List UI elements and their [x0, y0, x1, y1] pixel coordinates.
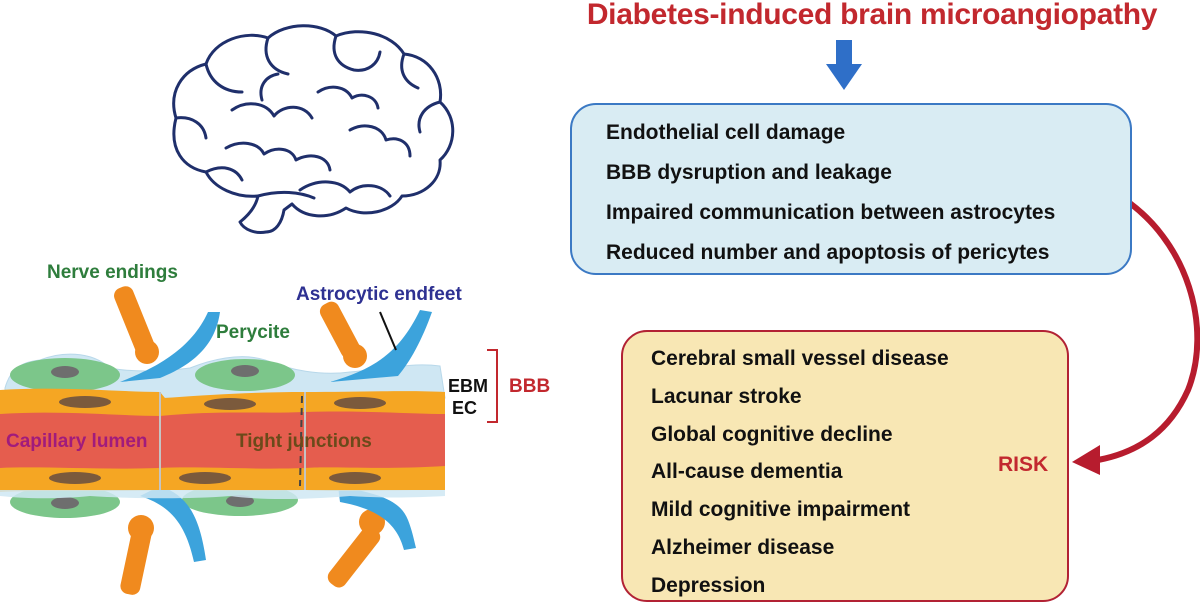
- risk-item: Global cognitive decline: [651, 422, 893, 446]
- astrocytic-endfeet-shapes: [120, 310, 432, 562]
- ec-label: EC: [452, 398, 478, 418]
- risks-box: Cerebral small vessel disease Lacunar st…: [621, 330, 1069, 602]
- page-title: Diabetes-induced brain microangiopathy: [586, 0, 1158, 31]
- risk-label: RISK: [998, 453, 1049, 476]
- endothelial-basement-membrane-bottom: [0, 490, 445, 499]
- astrocytic-endfeet-label: Astrocytic endfeet: [296, 284, 462, 305]
- risk-item: All-cause dementia: [651, 460, 843, 484]
- capillary-lumen-label: Capillary lumen: [6, 431, 148, 452]
- large-curved-arrow-icon: [1072, 192, 1200, 475]
- ebm-label: EBM: [448, 376, 488, 396]
- effect-item: Impaired communication between astrocyte…: [606, 201, 1056, 224]
- risk-item: Mild cognitive impairment: [651, 498, 911, 522]
- perycite-label: Perycite: [216, 322, 290, 343]
- effect-item: Endothelial cell damage: [606, 121, 846, 144]
- effect-item: Reduced number and apoptosis of pericyte…: [606, 241, 1050, 264]
- capillary-shape: [0, 388, 445, 492]
- nerve-endings-label: Nerve endings: [47, 262, 178, 283]
- bbb-bracket: [487, 349, 498, 423]
- risk-item: Alzheimer disease: [651, 535, 835, 559]
- tight-junctions-label: Tight junctions: [236, 431, 372, 452]
- nerve-ending-shapes: [114, 286, 385, 595]
- effects-box: Endothelial cell damage BBB dysruption a…: [570, 103, 1132, 275]
- risk-item: Lacunar stroke: [651, 384, 802, 408]
- risk-item: Depression: [651, 573, 766, 597]
- bbb-label: BBB: [509, 376, 551, 397]
- down-arrow-icon: [826, 40, 862, 90]
- effect-item: BBB dysruption and leakage: [606, 161, 892, 184]
- risk-item: Cerebral small vessel disease: [651, 347, 949, 370]
- brain-icon: [172, 24, 455, 234]
- astrocytic-endfeet-pointer: [379, 311, 397, 351]
